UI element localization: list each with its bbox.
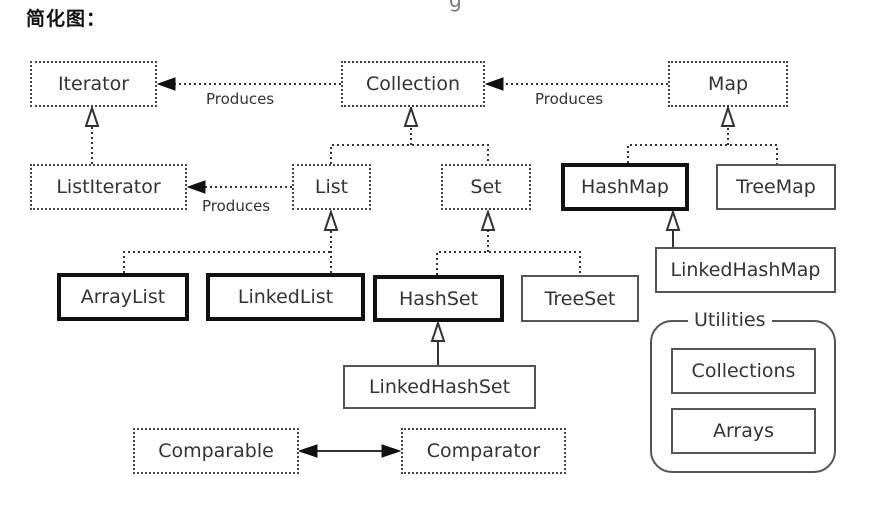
utilities-title: Utilities: [688, 309, 772, 331]
node-hash-set: HashSet: [373, 275, 504, 322]
edge-label-produces: Produces: [535, 90, 604, 108]
hollow-arrowhead-icon: [720, 104, 736, 127]
edge-hashmap-treemap-map: [627, 144, 778, 164]
node-arrays-utility: Arrays: [671, 408, 816, 454]
node-map: Map: [668, 61, 788, 107]
node-linked-hash-set: LinkedHashSet: [343, 365, 536, 409]
node-tree-set: TreeSet: [521, 275, 639, 322]
node-linked-list: LinkedList: [206, 273, 365, 321]
diagram-title: 简化图：: [26, 8, 107, 30]
node-linked-hash-map: LinkedHashMap: [655, 247, 836, 293]
hollow-arrowhead-icon: [430, 319, 446, 342]
edge-label-produces: Produces: [202, 197, 271, 215]
hollow-arrowhead-icon: [84, 104, 100, 127]
hollow-arrowhead-icon: [403, 104, 419, 127]
edge-arraylist-list: [123, 251, 331, 273]
node-iterator: Iterator: [30, 61, 157, 107]
edge-list-set-collection: [330, 144, 489, 164]
hollow-arrowhead-icon: [480, 208, 496, 231]
filled-arrowhead-icon: [381, 444, 402, 458]
filled-arrowhead-icon: [186, 180, 206, 194]
hollow-arrowhead-icon: [323, 208, 339, 231]
node-list-iterator: ListIterator: [30, 164, 187, 210]
hollow-arrowhead-icon: [665, 208, 681, 231]
node-array-list: ArrayList: [57, 273, 189, 321]
edge-hashset-treeset-set: [436, 251, 581, 275]
edge-label-produces: Produces: [206, 90, 275, 108]
filled-arrowhead-icon: [156, 77, 176, 91]
node-comparator: Comparator: [401, 428, 566, 474]
node-collections-utility: Collections: [671, 348, 816, 394]
node-hash-map: HashMap: [561, 163, 689, 211]
node-tree-map: TreeMap: [716, 164, 836, 210]
node-list: List: [292, 164, 371, 210]
node-comparable: Comparable: [133, 428, 299, 474]
filled-arrowhead-icon: [297, 444, 318, 458]
node-set: Set: [441, 164, 531, 210]
filled-arrowhead-icon: [484, 77, 504, 91]
node-collection: Collection: [341, 61, 485, 107]
cropped-text-fragment: g: [449, 0, 462, 12]
